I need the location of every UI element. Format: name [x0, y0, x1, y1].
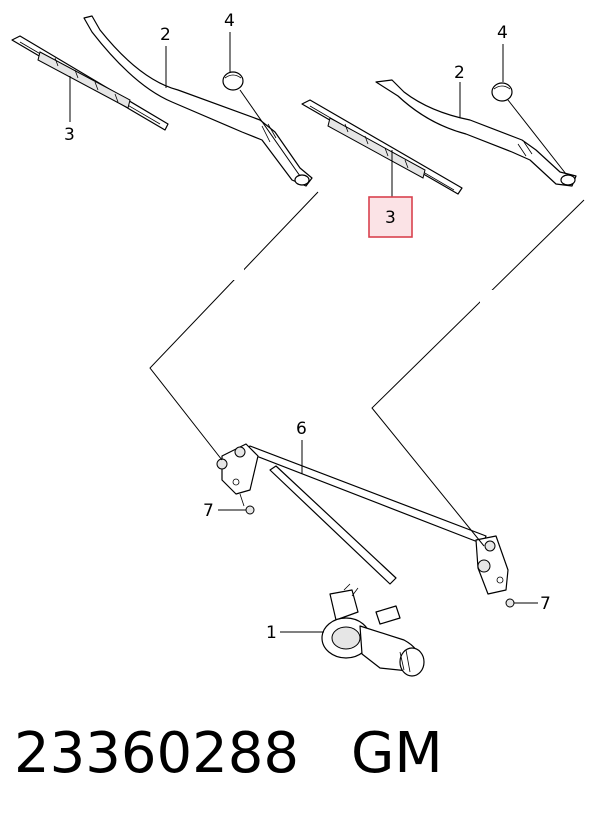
- right-wiper-arm[interactable]: [375, 79, 577, 187]
- leader-breaks: [230, 266, 494, 304]
- right-wiper-blade[interactable]: [301, 99, 463, 195]
- callout-2-right: 2: [454, 63, 465, 83]
- highlight-box: [368, 196, 413, 238]
- callout-6: 6: [296, 419, 307, 439]
- callout-7-left: 7: [203, 501, 214, 521]
- right-nut-cap[interactable]: [491, 82, 513, 102]
- part-number: 23360288: [14, 721, 300, 786]
- callout-7-right: 7: [540, 594, 551, 614]
- left-wiper-blade[interactable]: [11, 35, 169, 131]
- wiper-linkage[interactable]: [216, 443, 509, 595]
- left-nut[interactable]: [245, 505, 255, 515]
- right-nut[interactable]: [505, 598, 515, 608]
- wiper-motor[interactable]: [321, 583, 425, 677]
- left-nut-cap[interactable]: [222, 71, 244, 91]
- left-wiper-arm[interactable]: [83, 15, 313, 187]
- brand-name: GM: [351, 721, 443, 786]
- callout-4-right: 4: [497, 23, 508, 43]
- callout-4-left: 4: [224, 11, 235, 31]
- callout-3-left: 3: [64, 125, 75, 145]
- callout-3-right-highlight: 3: [385, 208, 396, 228]
- callout-2-left: 2: [160, 25, 171, 45]
- callout-1: 1: [266, 623, 277, 643]
- leader-lines: [69, 32, 585, 633]
